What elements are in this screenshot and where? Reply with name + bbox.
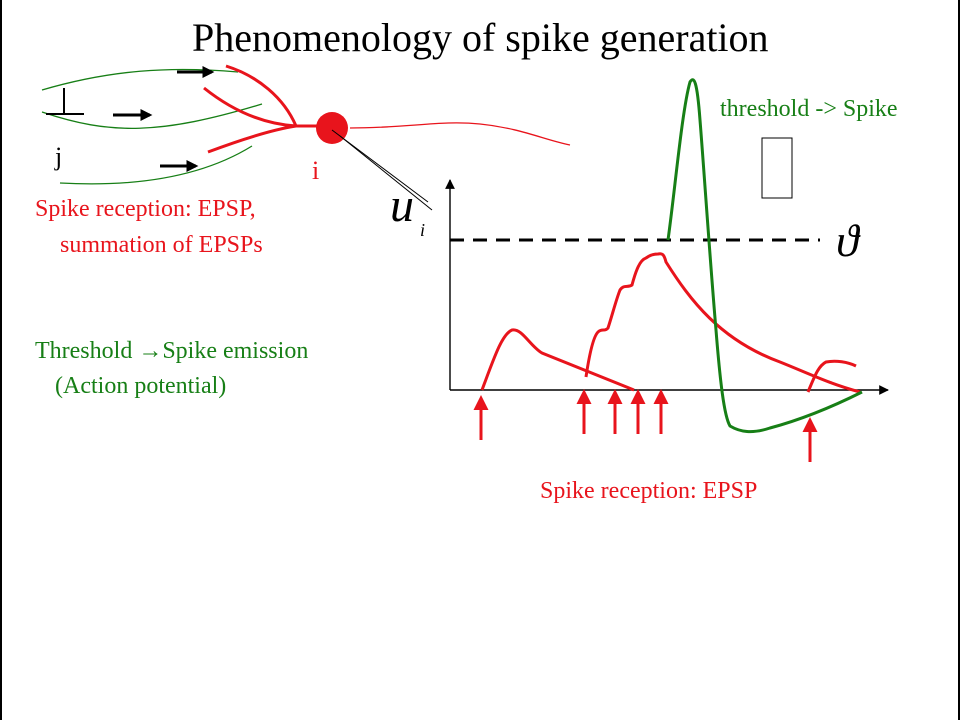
pointer-line-2 [339, 135, 433, 211]
threshold-spike-label: threshold -> Spike [720, 96, 898, 122]
presynaptic-neuron-label: j [55, 142, 63, 171]
spike-reception-epsp-label: Spike reception: EPSP [540, 478, 758, 504]
action-potential-text: (Action potential) [55, 373, 227, 399]
epsp-summation [584, 252, 861, 394]
dendrite-1 [225, 64, 298, 127]
presynaptic-axon-2 [41, 103, 263, 129]
spike-reception-text-line2: summation of EPSPs [60, 232, 263, 258]
spike-emission-word: Spike emission [162, 338, 309, 364]
placeholder-box [761, 137, 793, 199]
spike-reception-text-line1: Spike reception: EPSP, [35, 196, 256, 222]
dendrite-2 [203, 86, 297, 128]
threshold-word: Threshold [35, 338, 139, 364]
epsp-late [806, 359, 857, 393]
potential-index-symbol: i [420, 220, 426, 240]
presynaptic-axon-3 [59, 145, 253, 185]
epsp-single [480, 328, 635, 392]
input-spike-arrows [473, 389, 818, 462]
arrow-right-icon: → [138, 338, 163, 364]
slide-title: Phenomenology of spike generation [192, 15, 769, 60]
potential-symbol: u [390, 179, 414, 232]
action-potential [666, 78, 863, 434]
output-axon [349, 122, 571, 146]
threshold-emission-text-line1: Threshold →Spike emission [35, 338, 308, 365]
postsynaptic-neuron-label: i [312, 156, 320, 185]
incoming-spike-arrows [113, 66, 215, 172]
dendrite-3 [207, 124, 297, 154]
threshold-symbol: ϑ [836, 215, 859, 266]
